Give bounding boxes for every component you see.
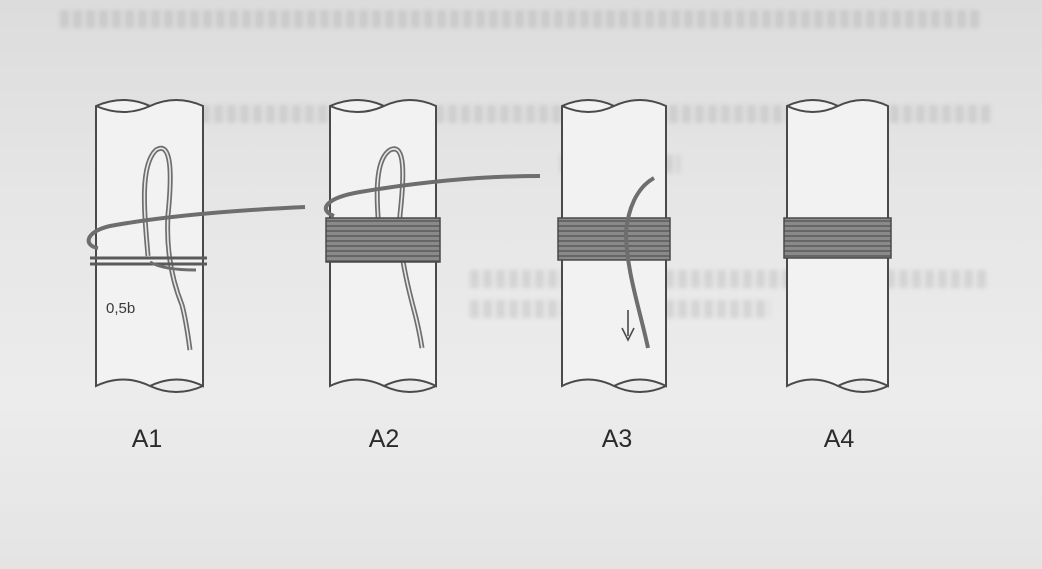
thread-tail — [149, 260, 197, 272]
panel-label-a4: A4 — [823, 425, 855, 453]
rod-top-cut — [786, 105, 839, 113]
pull-down-arrow-icon — [621, 310, 635, 342]
rod-top-cut — [95, 105, 151, 113]
whipping-finished — [783, 217, 892, 259]
rod-top-cut — [329, 105, 385, 113]
thread-end-pulled — [623, 176, 656, 349]
thread-loop-inner — [143, 147, 191, 351]
panel-a4 — [783, 99, 892, 393]
thread-loop-inner — [376, 148, 423, 349]
panel-a3 — [557, 99, 671, 393]
panel-label-a3: A3 — [601, 425, 633, 453]
panel-a1 — [86, 99, 306, 393]
rod-bottom-cut — [383, 385, 437, 393]
thread-standing-end — [86, 205, 306, 250]
panel-label-a1: A1 — [131, 425, 163, 453]
first-turn — [90, 256, 207, 266]
rod-bottom-cut — [613, 385, 667, 393]
rod-top-cut — [561, 105, 615, 113]
panel-a2 — [323, 99, 541, 393]
whipping-turns — [325, 217, 441, 263]
thread-standing-end — [323, 174, 541, 218]
measure-label-a1: 0,5b — [106, 300, 136, 317]
rod-bottom-cut — [149, 385, 204, 393]
whipping-turns — [557, 217, 671, 261]
bleed-through-text — [60, 10, 980, 28]
rod-bottom-cut — [837, 385, 889, 393]
panel-label-a2: A2 — [368, 425, 400, 453]
